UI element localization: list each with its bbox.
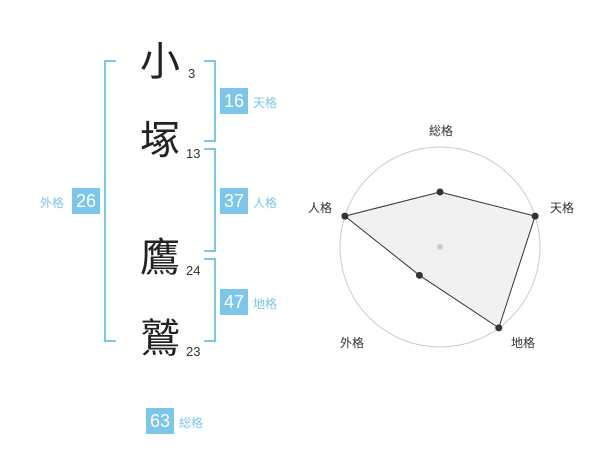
- radar-point-1: [436, 188, 444, 196]
- soukaku-label: 総格: [179, 416, 204, 430]
- radar-shape: [343, 191, 536, 329]
- radar-label-gaikaku: 外格: [340, 336, 365, 350]
- chikaku-bracket: [204, 258, 216, 342]
- name-char-3: 鷹: [140, 235, 180, 281]
- tenkaku-label: 天格: [253, 96, 278, 110]
- radar-label-jinkaku: 人格: [308, 201, 333, 215]
- stroke-count-4: 23: [186, 344, 201, 359]
- stroke-count-3: 24: [186, 263, 201, 278]
- radar-point-4: [415, 271, 423, 279]
- radar-point-2: [531, 212, 539, 220]
- name-char-2: 塚: [140, 118, 180, 164]
- chikaku-label: 地格: [253, 297, 278, 311]
- gaikaku-value-badge: 26: [72, 188, 100, 214]
- jinkaku-bracket: [204, 148, 216, 252]
- stroke-count-2: 13: [186, 146, 201, 161]
- radar-label-chikaku: 地格: [511, 336, 536, 350]
- soukaku-value-badge: 63: [146, 408, 174, 434]
- radar-label-tenkaku: 天格: [550, 201, 575, 215]
- jinkaku-value-badge: 37: [220, 188, 248, 214]
- radar-point-3: [495, 324, 503, 332]
- tenkaku-bracket: [204, 60, 216, 142]
- chikaku-value-badge: 47: [220, 289, 248, 315]
- gaikaku-label: 外格: [40, 196, 65, 210]
- radar-center-dot: [437, 244, 443, 250]
- gaikaku-bracket: [104, 60, 116, 342]
- radar-points: [341, 188, 539, 332]
- name-char-1: 小: [140, 39, 180, 85]
- stroke-count-1: 3: [188, 66, 196, 81]
- radar-label-soukaku: 総格: [429, 124, 454, 138]
- jinkaku-label: 人格: [253, 196, 278, 210]
- tenkaku-value-badge: 16: [220, 88, 248, 114]
- radar-point-5: [341, 212, 349, 220]
- name-char-4: 鷲: [140, 316, 180, 362]
